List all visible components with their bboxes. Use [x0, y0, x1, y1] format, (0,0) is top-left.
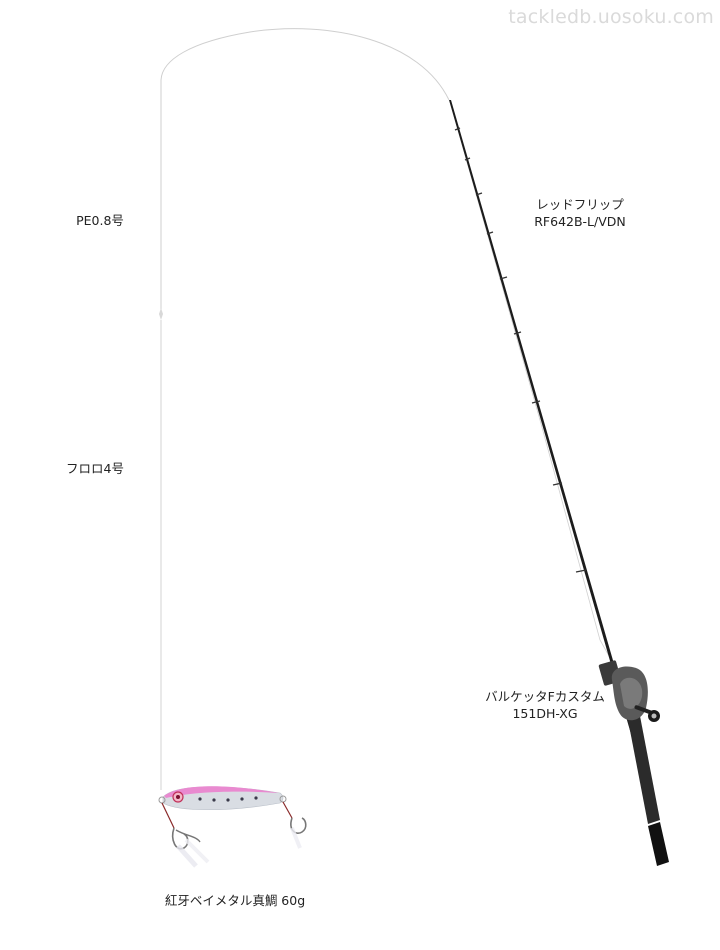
reel-handle-arm	[634, 705, 654, 715]
guide	[552, 482, 563, 486]
guide	[499, 276, 508, 280]
lure	[158, 786, 287, 810]
leader-label: フロロ4号	[55, 460, 135, 477]
leader-spec: フロロ4号	[66, 461, 124, 476]
watermark: tackledb.uosoku.com	[508, 6, 714, 28]
lure-spec: 紅牙ベイメタル真鯛 60g	[164, 893, 306, 908]
main-line-spec: PE0.8号	[76, 213, 124, 228]
guide	[531, 400, 541, 404]
reel-label: バルケッタFカスタム 151DH-XG	[460, 688, 630, 722]
rod-butt	[628, 716, 660, 824]
lure-back	[164, 786, 279, 798]
guide	[475, 192, 483, 196]
guide	[454, 127, 461, 131]
rod-model: RF642B-L/VDN	[534, 214, 626, 229]
reel-name: バルケッタFカスタム	[485, 689, 605, 704]
main-line-label: PE0.8号	[60, 212, 140, 229]
reel-model: 151DH-XG	[512, 706, 578, 721]
rod-label: レッドフリップ RF642B-L/VDN	[505, 196, 655, 230]
lure-label: 紅牙ベイメタル真鯛 60g	[130, 892, 340, 909]
rear-assist-hook	[282, 801, 307, 849]
guide	[513, 331, 522, 335]
reel	[598, 660, 660, 722]
knot-marker	[159, 308, 163, 320]
rod-grip	[648, 822, 669, 866]
guide	[464, 157, 471, 161]
front-assist-hook	[161, 802, 210, 868]
main-line	[160, 28, 450, 310]
reel-sideplate	[620, 677, 643, 709]
guide	[486, 231, 494, 235]
rod-blank	[449, 100, 636, 741]
reel-knob-center	[651, 713, 657, 719]
guide	[575, 569, 587, 573]
rod-name: レッドフリップ	[536, 197, 624, 212]
rod-guides	[454, 127, 587, 573]
lure-spots	[198, 796, 258, 802]
lure-pupil	[176, 795, 180, 799]
